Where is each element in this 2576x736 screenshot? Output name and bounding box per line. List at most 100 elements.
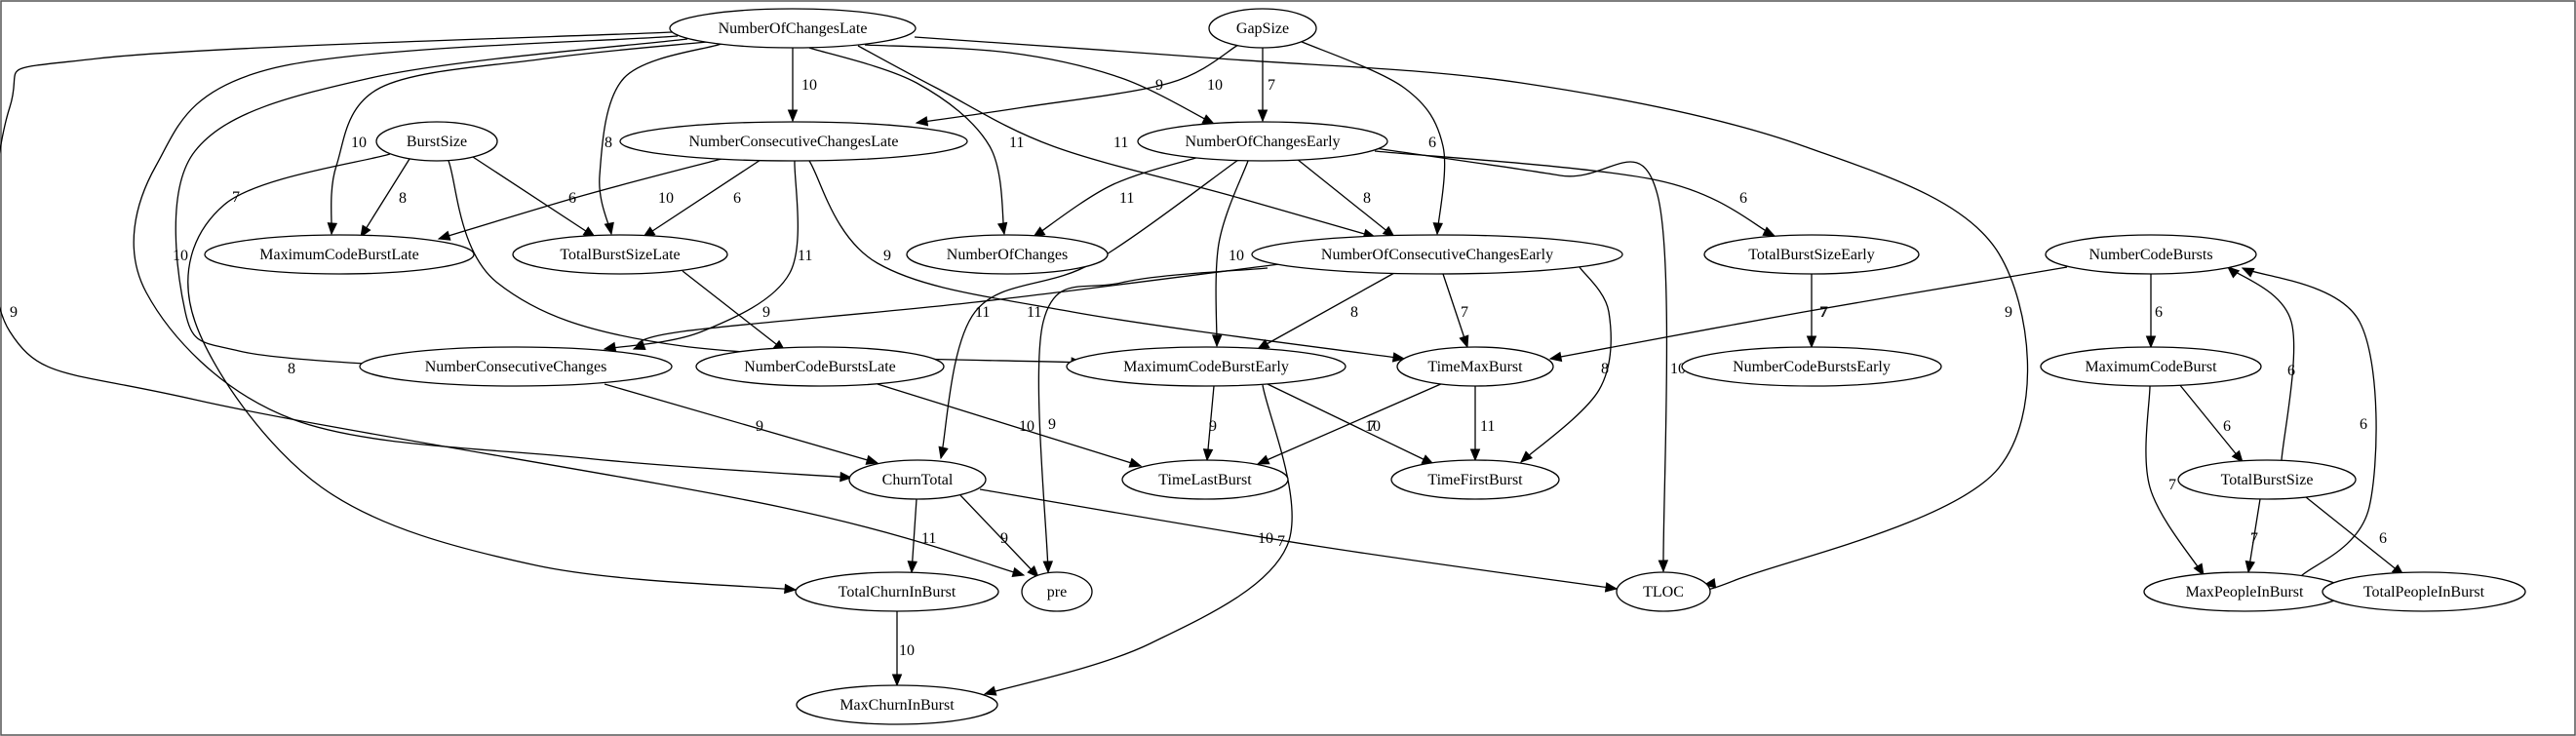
edge-line [1206,385,1215,461]
node-label: NumberOfChanges [947,247,1068,263]
edge-weight-label: 10 [801,77,817,94]
edge-number-code-bursts-late-to-time-last-burst: 10 [877,383,1143,468]
edge-arrowhead [604,221,614,236]
edge-weight-label: 7 [1268,77,1275,94]
edge-arrowhead [1459,334,1469,349]
edge-number-of-changes-late-to-number-of-consecutive-changes-early: 11 [857,45,1377,239]
edge-total-burst-size-late-to-number-code-bursts-late: 9 [682,270,787,352]
edge-number-of-changes-early-to-number-of-changes: 11 [1032,156,1200,238]
node-label: TotalBurstSizeLate [560,247,680,263]
node-ellipse [512,234,728,275]
node-time-max-burst: TimeMaxBurst [1396,346,1554,387]
edge-weight-label: 11 [921,530,936,547]
edge-number-of-changes-late-to-number-of-changes-early: 9 [864,44,1216,125]
edge-weight-label: 7 [1461,304,1468,321]
node-label: NumberCodeBurstsLate [744,359,896,375]
edge-arrowhead [360,224,371,239]
node-label: TLOC [1643,584,1684,600]
node-number-consecutive-changes: NumberConsecutiveChanges [359,346,673,387]
node-total-burst-size-late: TotalBurstSizeLate [512,234,728,275]
edge-line [1520,266,1612,463]
edge-number-of-changes-late-to-total-burst-size-late: 8 [599,43,722,236]
edge-arrowhead [784,583,798,595]
edge-line [604,383,878,464]
node-ellipse [359,346,673,387]
edge-maximum-code-burst-early-to-time-last-burst: 9 [1202,385,1217,462]
edge-weight-label: 6 [1739,190,1747,207]
edge-arrowhead [2193,562,2205,577]
edge-number-of-changes-late-to-pre: 9 [0,31,1026,577]
node-number-of-changes: NumberOfChanges [906,234,1109,275]
edge-weight-label: 10 [1229,248,1244,264]
node-label: NumberOfChangesLate [719,20,868,37]
edge-weight-label: 10 [899,642,915,659]
edge-number-of-consecutive-changes-early-to-pre: 9 [1037,267,1268,574]
edge-gap-size-to-number-consecutive-changes-late: 10 [915,44,1239,127]
edge-line [1215,160,1249,347]
edge-line [857,45,1376,238]
edge-churn-total-to-tloc: 10 [979,488,1619,593]
edge-weight-label: 9 [1209,418,1217,435]
edge-line [2242,267,2377,577]
edge-number-code-bursts-to-time-max-burst: 7 [1548,266,2068,363]
edge-weight-label: 7 [2168,477,2176,493]
edge-arrowhead [907,561,917,574]
edge-line [808,47,1005,235]
edge-arrowhead [1432,222,1443,236]
edge-line [133,35,852,479]
edge-line [633,262,1288,350]
edge-arrowhead [2231,449,2244,464]
node-label: TimeMaxBurst [1427,359,1523,375]
edge-number-of-consecutive-changes-early-to-time-first-burst: 8 [1520,266,1612,463]
node-total-burst-size: TotalBurstSize [2177,459,2357,500]
edge-weight-label: 7 [1820,304,1828,321]
edge-weight-label: 7 [1368,418,1376,435]
edge-weight-label: 9 [2005,304,2012,321]
edge-line [2247,498,2261,573]
edge-line [1549,266,2068,360]
edge-arrowhead [2226,266,2241,279]
edge-arrowhead [1257,109,1268,123]
edge-line [979,488,1618,590]
node-label: NumberCodeBursts [2088,247,2212,263]
edge-line [914,36,2029,591]
edge-line [682,270,786,352]
edge-line [1299,40,1446,235]
edge-weight-label: 8 [1350,304,1358,321]
edge-arrowhead [983,685,997,696]
edge-number-consecutive-changes-late-to-number-consecutive-changes: 11 [603,160,812,353]
edge-arrowhead [1391,352,1406,363]
node-maximum-code-burst: MaximumCodeBurst [2040,346,2262,387]
node-pre: pre [1021,571,1093,612]
node-ellipse [2040,346,2262,387]
edge-line [916,44,1239,124]
edge-arrowhead [1658,560,1669,573]
edge-arrowhead [632,340,646,351]
node-ellipse [1121,459,1289,500]
node-ellipse [1703,234,1920,275]
node-ellipse [375,121,498,162]
edge-line [2227,266,2295,461]
edge-line [2145,385,2205,576]
edge-line [959,494,1039,578]
edge-arrowhead [2244,560,2255,574]
edge-maximum-code-burst-to-total-burst-size: 6 [2178,383,2244,464]
edge-arrowhead [1128,457,1143,468]
edge-line [1037,267,1268,573]
node-ellipse [1021,571,1093,612]
edge-weight-label: 11 [1027,304,1041,321]
edge-number-of-changes-late-to-churn-total: 10 [133,35,853,483]
edge-arrowhead [1211,334,1223,348]
edge-churn-total-to-total-churn-in-burst: 11 [907,498,936,574]
edge-number-of-consecutive-changes-early-to-number-consecutive-changes: 11 [632,262,1288,351]
edge-weight-label: 9 [756,418,763,435]
node-ellipse [1251,234,1623,275]
node-ellipse [1681,346,1942,387]
edge-weight-label: 11 [975,304,990,321]
edge-burst-size-to-maximum-code-burst-late: 8 [360,158,410,239]
edge-arrowhead [1604,582,1619,593]
edge-number-of-changes-late-to-maximum-code-burst-late: 10 [327,41,708,236]
edge-maximum-code-burst-to-max-people-in-burst: 7 [2145,385,2205,577]
edge-number-of-consecutive-changes-early-to-time-max-burst: 7 [1442,273,1469,349]
